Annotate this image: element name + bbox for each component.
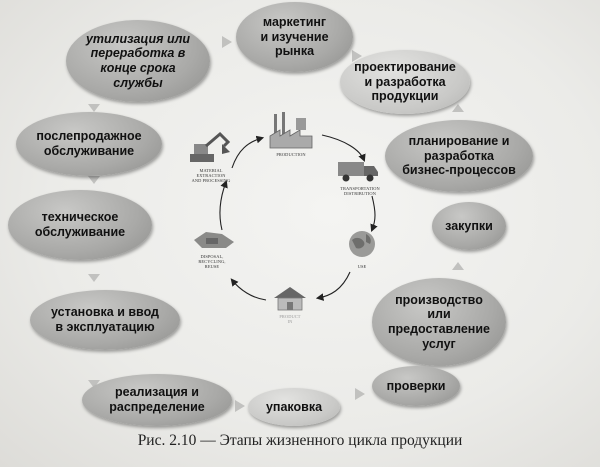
stage-design: проектирование и разработка продукции xyxy=(340,50,470,114)
stage-packaging: упаковка xyxy=(248,388,340,426)
label-production: PRODUCTION xyxy=(276,152,306,157)
stage-sales: реализация и распределение xyxy=(82,374,232,426)
stage-production: производство или предоставление услуг xyxy=(372,278,506,366)
stage-planning: планирование и разработка бизнес-процесс… xyxy=(385,120,533,192)
globe-icon xyxy=(349,231,375,257)
stage-after-sales: послепродажное обслуживание xyxy=(16,112,162,176)
stage-purchasing: закупки xyxy=(432,202,506,250)
factory-icon xyxy=(269,112,313,149)
waste-icon xyxy=(194,232,234,248)
stage-marketing: маркетинг и изучение рынка xyxy=(236,2,353,72)
truck-icon xyxy=(338,162,378,182)
stage-installation: установка и ввод в эксплуатацию xyxy=(30,290,180,350)
label-disposal: DISPOSAL, RECYCLING, REUSE xyxy=(198,254,226,270)
label-material: MATERIAL EXTRACTION AND PROCESSING xyxy=(191,168,231,184)
excavator-icon xyxy=(190,131,231,162)
house-icon xyxy=(274,287,306,311)
label-use: USE xyxy=(357,264,367,269)
label-product: PRODUCT IN xyxy=(279,314,301,325)
stage-inspection: проверки xyxy=(372,366,460,406)
stage-maintenance: техническое обслуживание xyxy=(8,190,152,260)
stage-disposal: утилизация или переработка в конце срока… xyxy=(66,20,210,102)
figure-caption: Рис. 2.10 — Этапы жизненного цикла проду… xyxy=(137,432,463,449)
label-transport: TRANSPORTATION DISTRIBUTION xyxy=(340,186,380,197)
